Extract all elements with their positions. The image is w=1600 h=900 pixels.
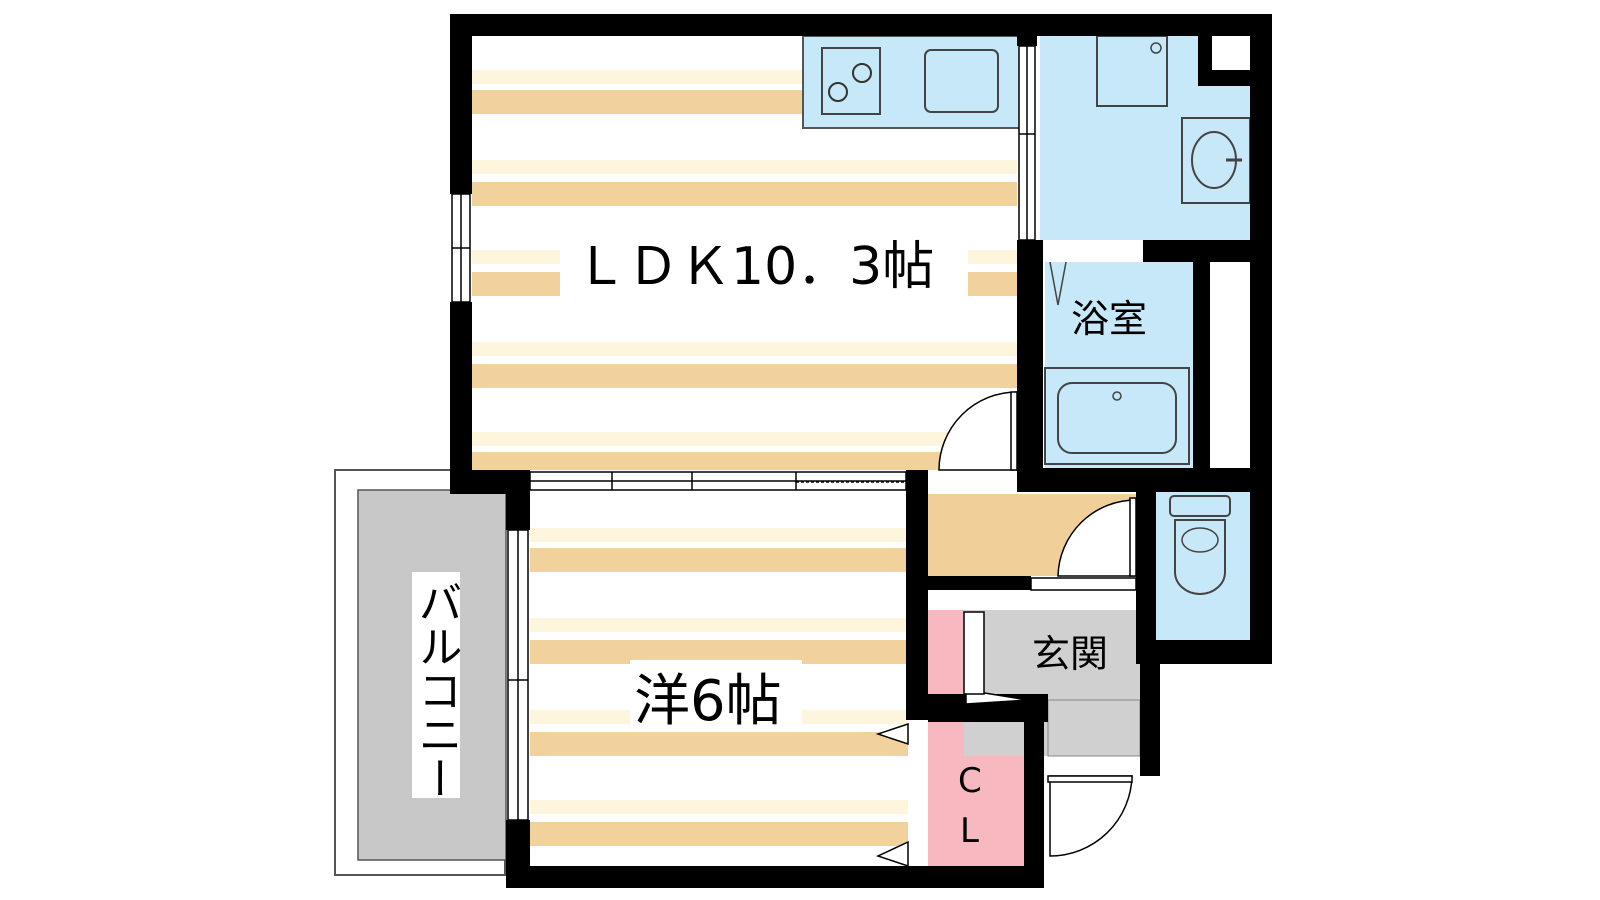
ldk-label-bg [560, 228, 968, 296]
toilet-door-leaf [1129, 497, 1137, 577]
bath-door-swing [1057, 261, 1067, 306]
drain-icon [1150, 42, 1162, 54]
ldk-sliding-door [529, 471, 907, 491]
kitchen-counter [802, 35, 1024, 129]
entrance-step [1047, 699, 1141, 757]
closet-upper [928, 610, 964, 694]
hall-shoe-opening [1030, 577, 1137, 591]
balcony-window [507, 529, 529, 821]
kitchen-sink-icon [924, 49, 999, 113]
stove-burner-icon [828, 82, 848, 102]
ldk-hall-door-swing [938, 391, 1018, 471]
bathtub-drain-icon [1112, 391, 1122, 401]
toilet-door-swing [1057, 499, 1137, 577]
closet-label-line1: C [958, 761, 982, 801]
closet-label-line2: L [960, 811, 979, 851]
washroom-sliding-door [1018, 45, 1036, 241]
walls [450, 14, 1272, 888]
entrance-label: 玄関 [1032, 632, 1108, 676]
pipe-shaft-inner [1212, 36, 1250, 70]
ldk-label: ＬＤＫ10．3帖 [575, 237, 934, 297]
bath-side-shaft [1210, 262, 1250, 468]
balcony-label-bg [412, 572, 460, 798]
bath-door-swing [1049, 261, 1059, 306]
bath-label-bg [1066, 290, 1166, 342]
western-label: 洋6帖 [634, 669, 782, 734]
entrance-door-leaf [1047, 775, 1133, 783]
closet-doors [875, 611, 1029, 868]
washbasin-icon [1181, 117, 1251, 204]
bath-label: 浴室 [1071, 297, 1147, 341]
balcony-label: バルコニー [411, 580, 462, 800]
bathtub-inner [1057, 382, 1177, 454]
toilet-icon [1169, 495, 1231, 595]
ldk-hall-door-leaf [1010, 391, 1018, 471]
entrance-door-swing [1049, 775, 1133, 857]
ldk-window [451, 193, 471, 303]
washing-machine-pan-icon [1096, 35, 1168, 107]
western-label-bg [630, 660, 802, 730]
stove-burner-icon [852, 63, 872, 83]
